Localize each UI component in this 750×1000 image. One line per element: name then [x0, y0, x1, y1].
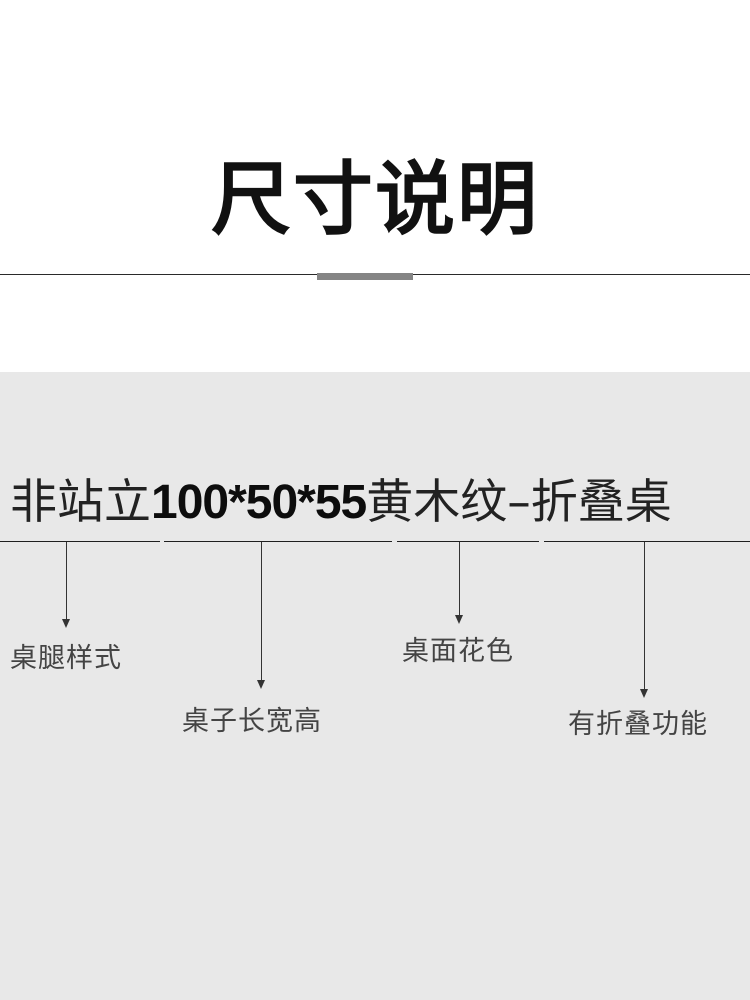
product-separator-text: –	[507, 475, 531, 530]
product-style-text: 非站立	[10, 475, 151, 530]
dimensions-label: 桌子长宽高	[182, 706, 322, 737]
folding-arrow-head-icon	[640, 689, 648, 698]
dimensions-underline	[164, 541, 392, 542]
function-underline	[544, 541, 750, 542]
title-accent-bar	[317, 273, 413, 280]
page-title: 尺寸说明	[211, 153, 539, 246]
size-explanation-panel	[0, 372, 750, 1000]
surface-color-arrow-line	[459, 542, 460, 616]
product-name: 非站立100*50*55黄木纹–折叠桌	[10, 472, 750, 534]
folding-label: 有折叠功能	[568, 709, 708, 740]
product-color-text: 黄木纹	[366, 475, 508, 530]
leg-style-arrow-line	[66, 542, 67, 620]
leg-style-arrow-head-icon	[62, 619, 70, 628]
product-function-text: 折叠桌	[530, 475, 672, 530]
color-underline	[397, 541, 539, 542]
folding-arrow-line	[644, 542, 645, 690]
style-underline	[0, 541, 160, 542]
surface-color-label: 桌面花色	[402, 636, 514, 667]
dimensions-arrow-line	[261, 542, 262, 682]
surface-color-arrow-head-icon	[455, 615, 463, 624]
product-dimensions-text: 100*50*55	[151, 476, 367, 529]
leg-style-label: 桌腿样式	[10, 643, 122, 674]
header-section: 尺寸说明	[0, 0, 750, 372]
dimensions-arrow-head-icon	[257, 680, 265, 689]
